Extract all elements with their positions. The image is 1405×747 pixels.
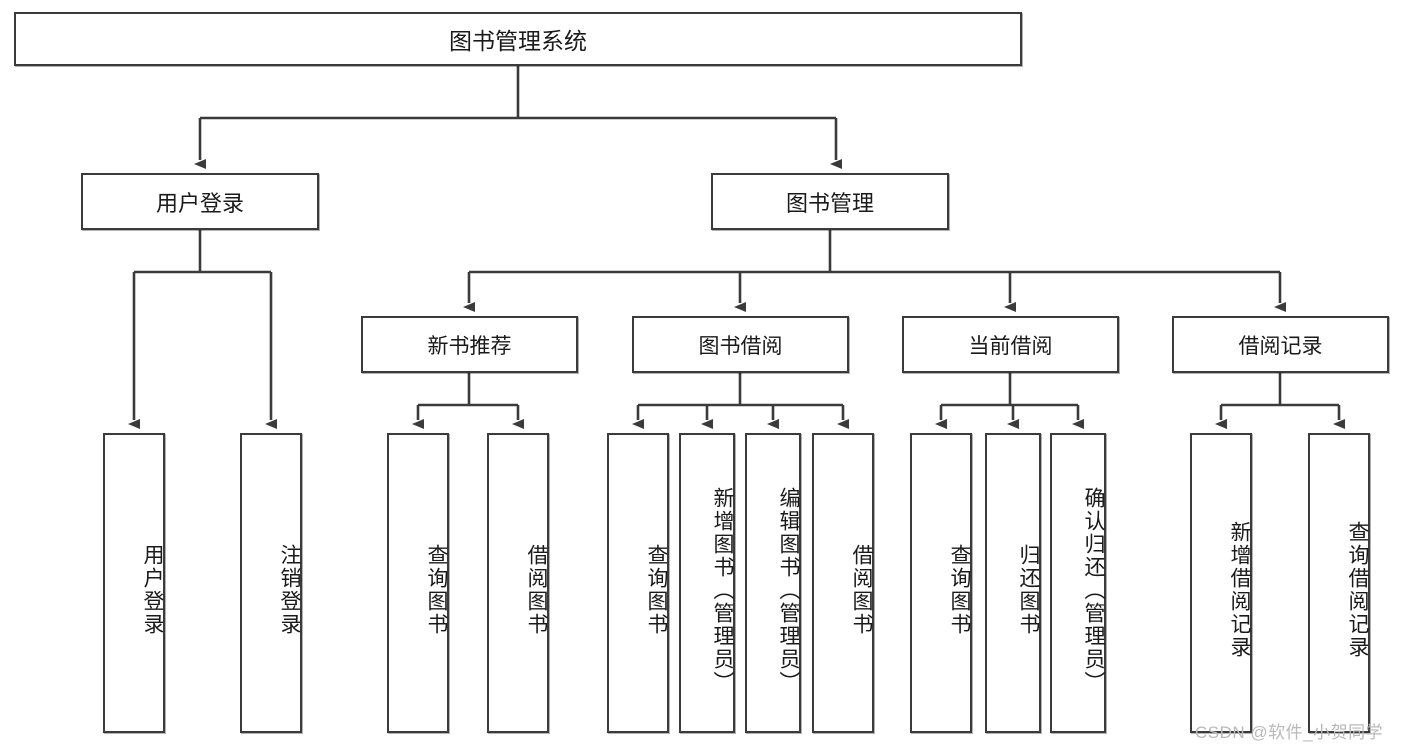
node-user-logout-action[interactable]: 注销登录 [240,433,302,733]
node-label: 注销登录 [278,544,301,636]
node-label: 用户登录 [141,544,164,636]
node-new-book-recommend[interactable]: 新书推荐 [361,316,578,373]
node-book-borrow[interactable]: 图书借阅 [632,316,849,373]
node-label: 归还图书 [1017,544,1040,636]
node-borrow-add-book[interactable]: 新增图书（管理员） [679,433,735,733]
node-label: 查询图书 [645,544,668,636]
node-book-management-system[interactable]: 图书管理系统 [14,12,1022,66]
node-recommend-borrow-book[interactable]: 借阅图书 [487,433,549,733]
node-current-borrow[interactable]: 当前借阅 [902,316,1119,373]
node-borrow-edit-book[interactable]: 编辑图书（管理员） [745,433,801,733]
node-book-manage[interactable]: 图书管理 [711,173,949,230]
node-record-query-record[interactable]: 查询借阅记录 [1308,433,1370,733]
node-label: 新增借阅记录 [1228,521,1251,659]
node-label: 查询图书 [948,544,971,636]
node-label: 借阅图书 [850,544,873,636]
csdn-watermark: CSDN @软件_小贺同学 [1195,723,1384,742]
node-user-login-action[interactable]: 用户登录 [103,433,165,733]
node-label: 借阅图书 [525,544,548,636]
node-label: 新增图书（管理员） [711,486,734,694]
node-label: 用户登录 [155,190,244,216]
node-user-login[interactable]: 用户登录 [81,173,319,230]
node-current-confirm-return[interactable]: 确认归还（管理员） [1050,433,1106,733]
node-label: 确认归还（管理员） [1082,486,1105,694]
node-recommend-query-book[interactable]: 查询图书 [387,433,449,733]
node-label: 图书借阅 [698,334,783,358]
node-label: 借阅记录 [1238,334,1323,358]
node-borrow-borrow-book[interactable]: 借阅图书 [812,433,874,733]
node-current-query-book[interactable]: 查询图书 [910,433,972,733]
node-current-return-book[interactable]: 归还图书 [985,433,1041,733]
node-label: 编辑图书（管理员） [777,486,800,694]
node-label: 图书管理系统 [449,28,587,54]
node-borrow-query-book[interactable]: 查询图书 [607,433,669,733]
node-label: 图书管理 [785,190,874,216]
node-label: 查询图书 [425,544,448,636]
node-record-add-record[interactable]: 新增借阅记录 [1190,433,1252,733]
node-borrow-record[interactable]: 借阅记录 [1172,316,1389,373]
node-label: 当前借阅 [968,334,1053,358]
node-label: 查询借阅记录 [1346,521,1369,659]
node-label: 新书推荐 [427,334,512,358]
